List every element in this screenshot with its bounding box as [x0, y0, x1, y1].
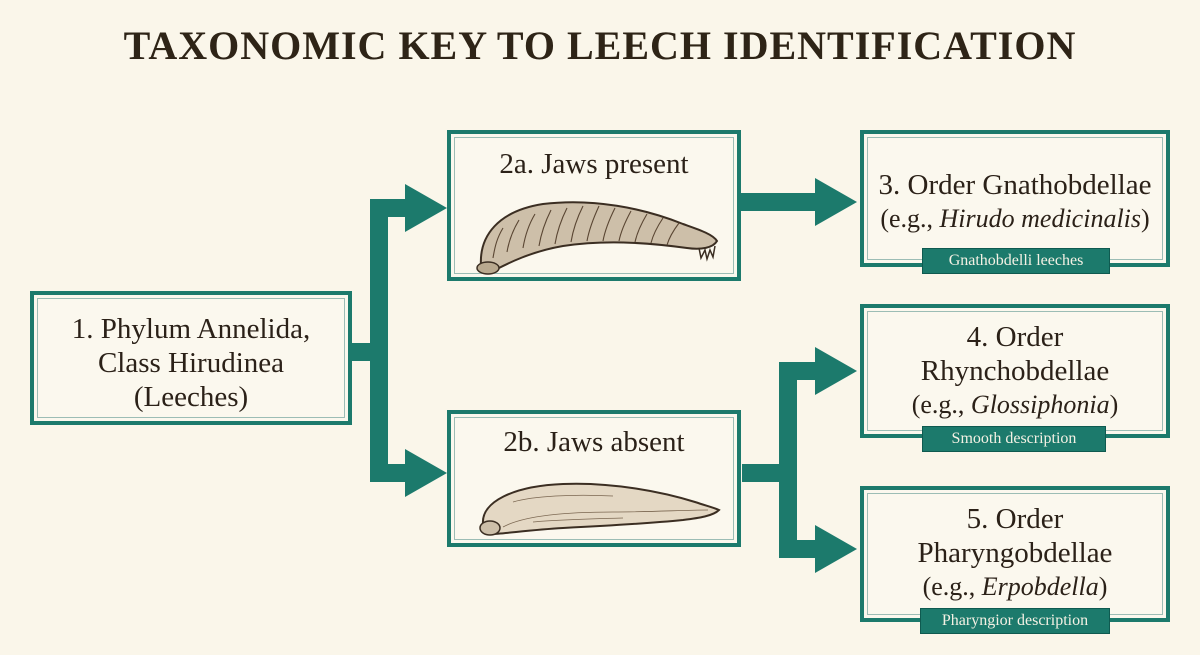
node-line: 5. Order	[966, 503, 1064, 535]
node-line: Pharyngobdellae	[917, 537, 1113, 569]
example-suffix: )	[1141, 204, 1150, 233]
example-prefix: (e.g.,	[911, 390, 971, 419]
node-phylum-annelida: 1. Phylum Annelida, Class Hirudinea (Lee…	[30, 291, 352, 425]
node-jaws-present: 2a. Jaws present	[447, 130, 741, 281]
node-order-pharyngobdellae: 5. Order Pharyngobdellae (e.g., Erpobdel…	[860, 486, 1170, 622]
node-line: Class Hirudinea	[97, 347, 285, 379]
arrow-head-5	[815, 525, 857, 573]
arrow-head-2a	[405, 184, 447, 232]
example-prefix: (e.g.,	[922, 572, 982, 601]
example-suffix: )	[1098, 572, 1108, 601]
jawless-leech-icon	[479, 482, 721, 536]
node-line: (Leeches)	[133, 381, 249, 413]
tag-smooth-description: Smooth description	[922, 426, 1106, 452]
node-jaws-absent: 2b. Jaws absent	[447, 410, 741, 547]
page-title: TAXONOMIC KEY TO LEECH IDENTIFICATION	[123, 23, 1077, 68]
node-line: 3. Order Gnathobdellae	[878, 169, 1152, 201]
example-species: Erpobdella	[981, 572, 1099, 601]
node-order-gnathobdellae: 3. Order Gnathobdellae (e.g., Hirudo med…	[860, 130, 1170, 267]
example-prefix: (e.g.,	[880, 204, 940, 233]
tag-gnathobdelli-leeches: Gnathobdelli leeches	[922, 248, 1110, 274]
node-label: 2a. Jaws present	[499, 148, 689, 180]
example-suffix: )	[1109, 390, 1119, 419]
node-line: 1. Phylum Annelida,	[71, 313, 311, 345]
tag-pharyngior-description: Pharyngior description	[920, 608, 1110, 634]
example-species: Glossiphonia	[970, 390, 1110, 419]
node-label: 2b. Jaws absent	[503, 426, 685, 458]
node-line: Rhynchobdellae	[920, 355, 1110, 387]
node-line: 4. Order	[966, 321, 1064, 353]
node-order-rhynchobdellae: 4. Order Rhynchobdellae (e.g., Glossipho…	[860, 304, 1170, 438]
arrow-head-2b	[405, 449, 447, 497]
arrow-head-4	[815, 347, 857, 395]
arrow-head-3	[815, 178, 857, 226]
jawed-leech-icon	[476, 201, 719, 275]
example-species: Hirudo medicinalis	[939, 204, 1142, 233]
